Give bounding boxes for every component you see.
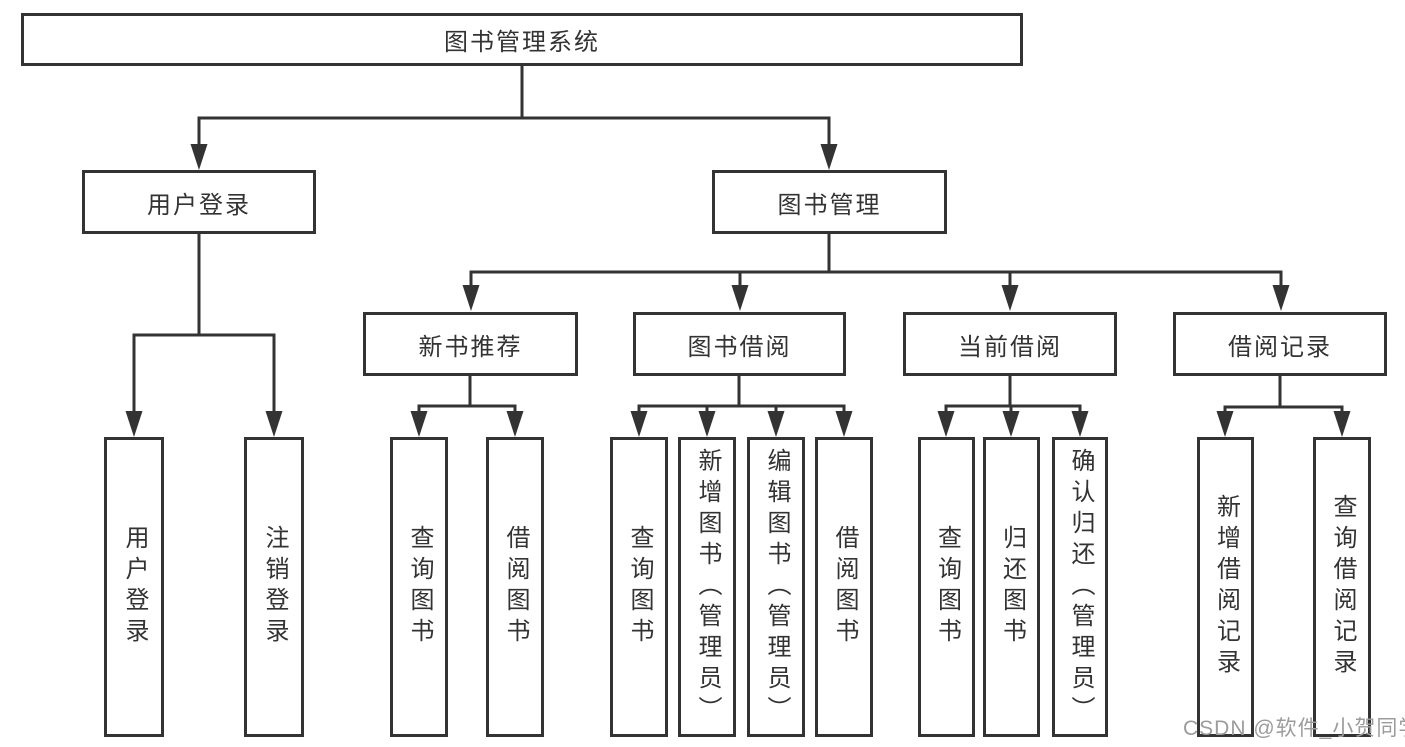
node-label: 借阅记录 <box>1228 333 1332 361</box>
node-label: 查询图书 <box>933 525 961 649</box>
arrowheads <box>125 144 1351 437</box>
node-new-book-recommendation: 新书推荐 <box>363 312 578 376</box>
node-borrowing-records: 借阅记录 <box>1173 312 1387 376</box>
node-leaf-return-books: 归还图书 <box>983 437 1040 737</box>
node-leaf-borrow-books: 借阅图书 <box>815 437 873 737</box>
node-book-borrowing: 图书借阅 <box>633 312 846 376</box>
node-label: 新增借阅记录 <box>1212 494 1240 680</box>
node-leaf-edit-books-admin: 编辑图书（管理员） <box>747 437 805 737</box>
node-label: 借阅图书 <box>502 525 529 649</box>
node-label: 确认归还（管理员） <box>1067 447 1094 727</box>
csdn-watermark: CSDN @软件_小贺同学 <box>1183 717 1405 740</box>
node-label: 借阅图书 <box>831 525 858 649</box>
node-user-login-module: 用户登录 <box>82 170 316 234</box>
node-library-management-system: 图书管理系统 <box>21 13 1023 66</box>
node-label: 用户登录 <box>121 525 148 649</box>
node-label: 图书借阅 <box>687 333 792 361</box>
node-leaf-logout: 注销登录 <box>244 437 304 737</box>
node-label: 注销登录 <box>261 525 288 649</box>
node-leaf-query-borrow-record: 查询借阅记录 <box>1313 437 1371 737</box>
node-label: 查询借阅记录 <box>1329 494 1356 680</box>
node-label: 图书管理 <box>777 191 882 219</box>
node-label: 新增图书（管理员） <box>694 447 721 727</box>
connector-group-root <box>132 66 1344 414</box>
node-label: 编辑图书（管理员） <box>763 447 790 727</box>
node-label: 图书管理系统 <box>444 29 600 56</box>
node-leaf-confirm-return-admin: 确认归还（管理员） <box>1052 437 1108 737</box>
node-label: 用户登录 <box>147 191 251 219</box>
node-leaf-add-books-admin: 新增图书（管理员） <box>678 437 736 737</box>
node-book-management-module: 图书管理 <box>712 170 947 234</box>
node-leaf-query-books-current: 查询图书 <box>918 437 975 737</box>
node-label: 归还图书 <box>998 525 1026 649</box>
node-leaf-query-books-recommend: 查询图书 <box>390 437 448 737</box>
node-leaf-query-books-borrow: 查询图书 <box>610 437 668 737</box>
node-leaf-user-login: 用户登录 <box>104 437 164 737</box>
node-label: 查询图书 <box>626 525 653 649</box>
node-leaf-add-borrow-record: 新增借阅记录 <box>1197 437 1254 737</box>
node-leaf-borrow-books-recommend: 借阅图书 <box>486 437 544 737</box>
node-label: 查询图书 <box>406 525 433 649</box>
node-label: 新书推荐 <box>418 333 523 361</box>
node-label: 当前借阅 <box>958 333 1062 361</box>
node-current-borrowing: 当前借阅 <box>903 312 1117 376</box>
